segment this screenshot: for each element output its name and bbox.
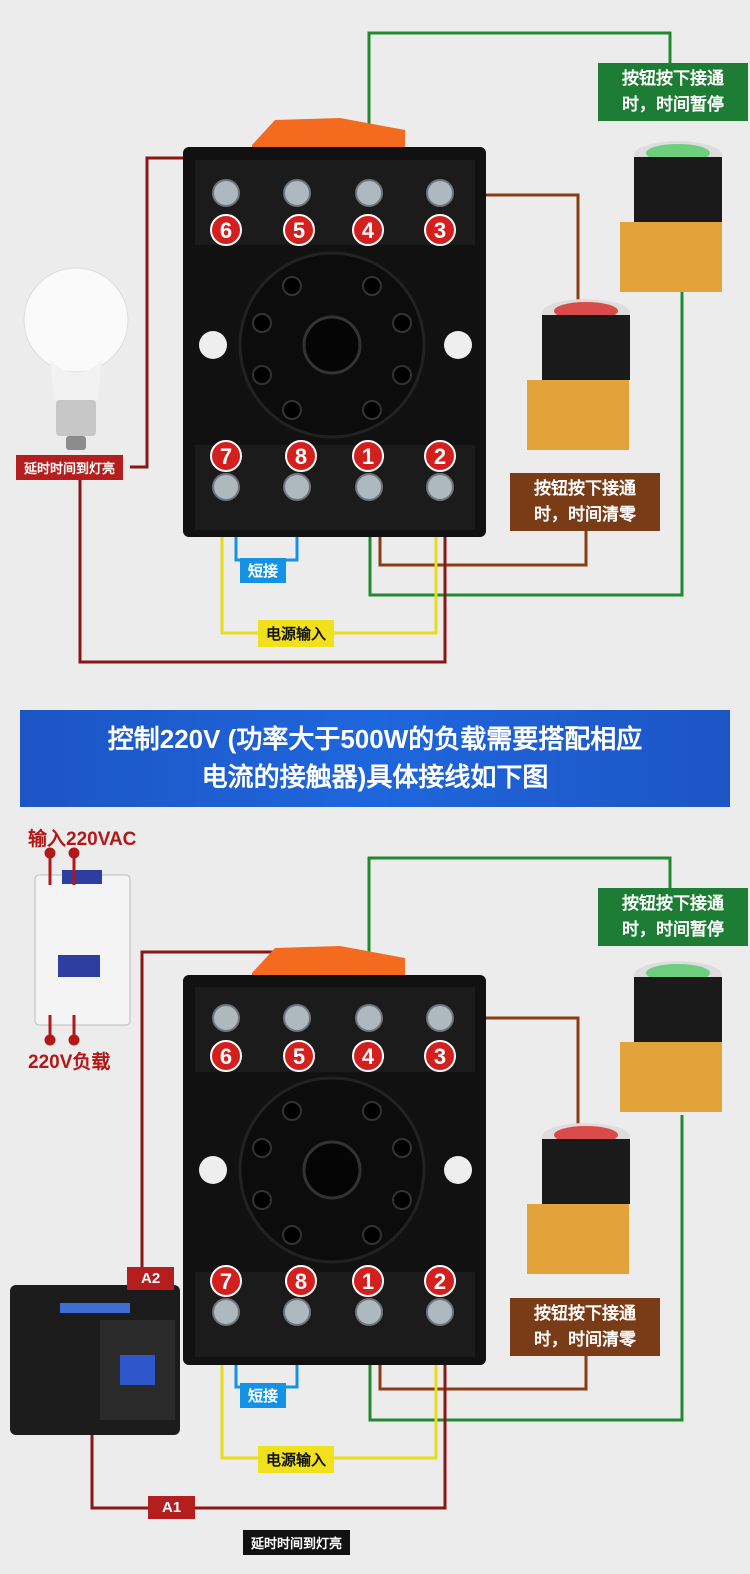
top-wiring-diagram: 6 5 4 3 7 8 1 2 xyxy=(23,31,722,664)
darkred-wire-lamp-return xyxy=(78,480,447,664)
terminal-7: 7 xyxy=(220,444,232,469)
terminal-7: 7 xyxy=(220,1269,232,1294)
light-bulb-icon xyxy=(23,267,129,450)
a2-label: A2 xyxy=(127,1267,175,1290)
green-wire-pause-return xyxy=(368,290,684,597)
relay-socket xyxy=(183,118,486,537)
terminal-badges: 6 5 4 3 7 8 1 2 xyxy=(210,214,456,472)
terminal-8: 8 xyxy=(295,1269,307,1294)
terminal-3: 3 xyxy=(434,218,446,243)
terminal-badges: 6 5 4 3 7 8 1 2 xyxy=(210,1040,456,1297)
terminal-6: 6 xyxy=(220,1044,232,1069)
a1-label: A1 xyxy=(148,1496,196,1519)
terminal-2: 2 xyxy=(434,444,446,469)
pause-button-label: 按钮按下接通 时，时间暂停 xyxy=(598,888,748,946)
terminal-4: 4 xyxy=(362,1044,375,1069)
terminal-3: 3 xyxy=(434,1044,446,1069)
reset-button-label: 按钮按下接通 时，时间清零 xyxy=(510,1298,660,1356)
terminal-5: 5 xyxy=(293,1044,305,1069)
power-input-label: 电源输入 xyxy=(258,620,335,647)
terminal-5: 5 xyxy=(293,218,305,243)
contactor-small-icon xyxy=(34,847,131,1046)
short-label: 短接 xyxy=(240,558,287,583)
bottom-wiring-diagram: 6 5 4 3 7 8 1 2 xyxy=(10,847,722,1510)
red-push-button-icon xyxy=(527,299,630,450)
power-input-label: 电源输入 xyxy=(258,1446,335,1473)
terminal-4: 4 xyxy=(362,218,375,243)
short-label: 短接 xyxy=(240,1383,287,1408)
terminal-2: 2 xyxy=(434,1269,446,1294)
lamp-label: 延时时间到灯亮 xyxy=(243,1530,351,1555)
bottom-wiring-panel: 6 5 4 3 7 8 1 2 xyxy=(0,815,750,1569)
contactor-note-banner: 控制220V (功率大于500W的负载需要搭配相应 电流的接触器)具体接线如下图 xyxy=(20,710,730,807)
terminal-1: 1 xyxy=(362,1269,374,1294)
relay-socket xyxy=(183,946,486,1365)
terminal-6: 6 xyxy=(220,218,232,243)
input-220vac-label: 输入220VAC xyxy=(28,829,137,850)
terminal-8: 8 xyxy=(295,444,307,469)
green-push-button-icon xyxy=(620,961,722,1112)
top-wiring-panel: 6 5 4 3 7 8 1 2 xyxy=(0,0,750,700)
green-wire-pause xyxy=(367,856,672,1015)
terminal-1: 1 xyxy=(362,444,374,469)
load-220v-label: 220V负载 xyxy=(28,1052,111,1073)
green-push-button-icon xyxy=(620,141,722,292)
red-push-button-icon xyxy=(527,1123,630,1274)
contactor-large-icon xyxy=(10,1285,180,1435)
pause-button-label: 按钮按下接通 时，时间暂停 xyxy=(598,63,748,121)
reset-button-label: 按钮按下接通 时，时间清零 xyxy=(510,473,660,531)
lamp-label: 延时时间到灯亮 xyxy=(16,455,124,480)
